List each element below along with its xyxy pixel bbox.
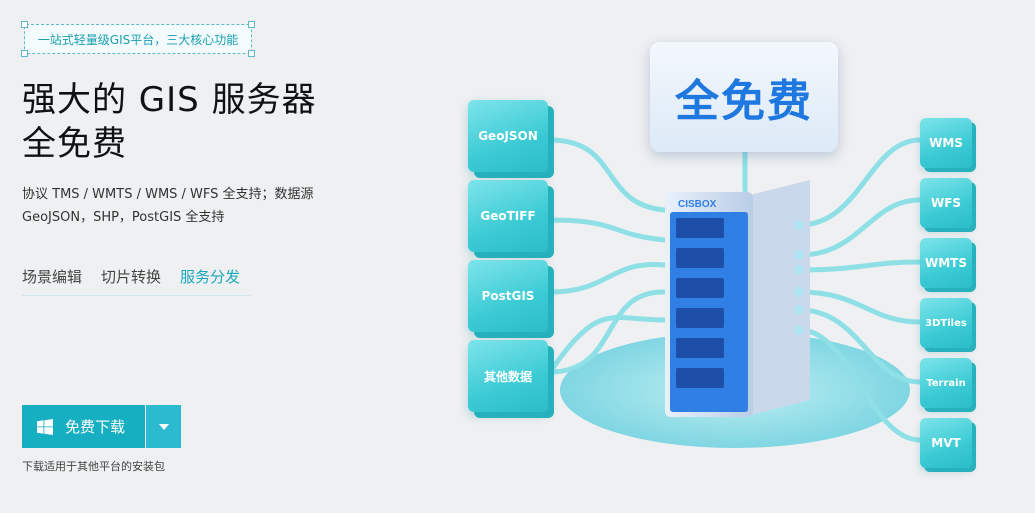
desc-line2: GeoJSON，SHP，PostGIS 全支持 <box>22 210 225 225</box>
server-illustration: CISBOX 全免费 GeoJSON GeoTIFF PostGIS 其他数据 … <box>450 30 1035 513</box>
tab-service-distribution[interactable]: 服务分发 <box>180 268 241 286</box>
output-cube-wms: WMS <box>920 118 972 168</box>
download-note: 下载适用于其他平台的安装包 <box>22 460 165 473</box>
output-label: WMTS <box>924 256 967 270</box>
free-sign: 全免费 <box>650 42 838 152</box>
hero-title: 强大的 GIS 服务器 全免费 <box>22 78 317 166</box>
server-tower-side <box>750 180 810 415</box>
output-label: WFS <box>930 196 962 210</box>
download-label: 免费下载 <box>65 418 126 436</box>
input-cube-geojson: GeoJSON <box>468 100 548 172</box>
output-cube-3dtiles: 3DTiles <box>920 298 972 348</box>
output-cube-terrain: Terrain <box>920 358 972 408</box>
output-label: 3DTiles <box>925 317 967 329</box>
output-cube-wmts: WMTS <box>920 238 972 288</box>
feature-tag-text: 一站式轻量级GIS平台，三大核心功能 <box>37 32 239 47</box>
free-download-button[interactable]: 免费下载 <box>22 405 145 448</box>
output-label: MVT <box>931 436 961 450</box>
feature-tabs: 场景编辑 切片转换 服务分发 <box>22 266 251 296</box>
hero-description: 协议 TMS / WMTS / WMS / WFS 全支持；数据源 GeoJSO… <box>22 183 314 229</box>
input-label: PostGIS <box>481 289 535 303</box>
output-label: WMS <box>929 136 963 150</box>
input-label: 其他数据 <box>483 369 532 384</box>
desc-line1: 协议 TMS / WMTS / WMS / WFS 全支持；数据源 <box>22 187 314 202</box>
windows-icon <box>37 418 53 435</box>
download-dropdown-button[interactable] <box>146 405 181 448</box>
output-cube-wfs: WFS <box>920 178 972 228</box>
input-cube-other: 其他数据 <box>468 340 548 412</box>
input-label: GeoTIFF <box>480 209 536 223</box>
download-group: 免费下载 <box>22 405 181 448</box>
output-cube-mvt: MVT <box>920 418 972 468</box>
feature-tag: 一站式轻量级GIS平台，三大核心功能 <box>21 21 255 57</box>
server-bays <box>676 218 724 388</box>
tab-tile-convert[interactable]: 切片转换 <box>101 268 162 286</box>
free-sign-text: 全免费 <box>675 76 813 127</box>
illustration-graphics: CISBOX <box>547 137 923 448</box>
tab-scene-edit[interactable]: 场景编辑 <box>22 268 83 286</box>
input-label: GeoJSON <box>478 129 538 143</box>
server-brand: CISBOX <box>678 199 717 210</box>
hero-title-line2: 全免费 <box>22 124 127 164</box>
caret-down-icon <box>158 423 169 430</box>
hero-title-line1: 强大的 GIS 服务器 <box>22 80 317 120</box>
output-label: Terrain <box>926 377 966 389</box>
input-cube-postgis: PostGIS <box>468 260 548 332</box>
input-cube-geotiff: GeoTIFF <box>468 180 548 252</box>
